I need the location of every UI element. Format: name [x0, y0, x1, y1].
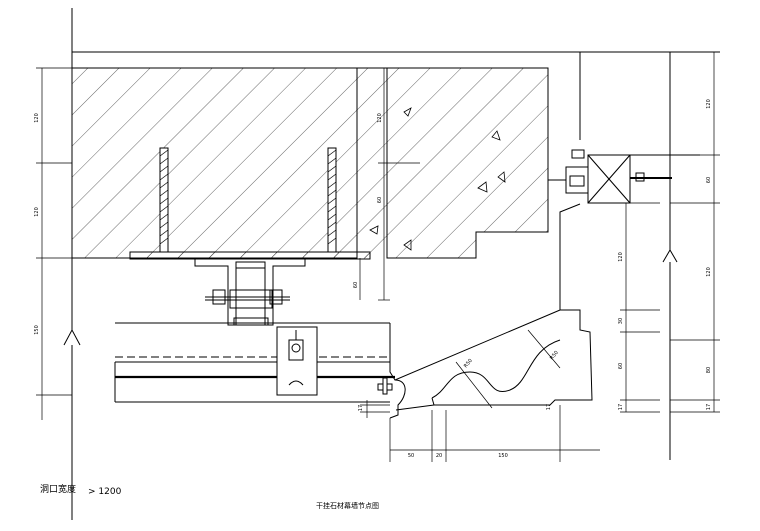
- dim-right-outer-5: 17: [706, 404, 712, 410]
- concrete-beam: [71, 67, 549, 259]
- drawing-caption: 干挂石材幕墙节点图: [316, 501, 379, 510]
- dim-bottom-1: 50: [408, 453, 414, 459]
- dimension-labels: 120 120 150 120 60 60 120 60 120 80 17 1…: [34, 99, 712, 459]
- dim-right-outer-1: 120: [706, 99, 712, 109]
- dimension-lines: [36, 51, 720, 462]
- dim-center-3: 60: [353, 282, 359, 288]
- aggregate-marks: [369, 107, 506, 251]
- dim-right-outer-3: 120: [706, 267, 712, 277]
- dim-right-inner-2: 30: [618, 318, 624, 324]
- dim-small-2: 17: [546, 404, 552, 410]
- angle-bracket: [194, 259, 306, 326]
- dim-left-2: 120: [34, 207, 40, 217]
- dim-bottom-2: 20: [436, 453, 442, 459]
- embedded-steel-plate: [129, 251, 371, 260]
- opening-width-label: 洞口宽度: [40, 483, 76, 495]
- dim-left-3: 150: [34, 325, 40, 335]
- edge-bracket: [377, 377, 393, 395]
- stone-cornice-profile: [389, 203, 593, 419]
- dim-small-1: 17: [358, 405, 364, 411]
- dim-right-outer-2: 60: [706, 177, 712, 183]
- window-frame: [548, 149, 700, 204]
- dim-radius-1: R50: [463, 358, 474, 369]
- dim-left-1: 120: [34, 113, 40, 123]
- dim-center-2: 60: [377, 197, 383, 203]
- dim-radius-2: R50: [549, 350, 560, 361]
- opening-width-value: > 1200: [88, 487, 122, 497]
- dim-right-outer-4: 80: [706, 367, 712, 373]
- dim-right-inner-4: 17: [618, 404, 624, 410]
- hanger-clip: [276, 326, 318, 396]
- dim-center-1: 120: [377, 113, 383, 123]
- dim-right-inner-1: 120: [618, 252, 624, 262]
- dim-bottom-3: 150: [498, 453, 508, 459]
- dim-right-inner-3: 60: [618, 363, 624, 369]
- stone-panel-rails: [114, 322, 395, 403]
